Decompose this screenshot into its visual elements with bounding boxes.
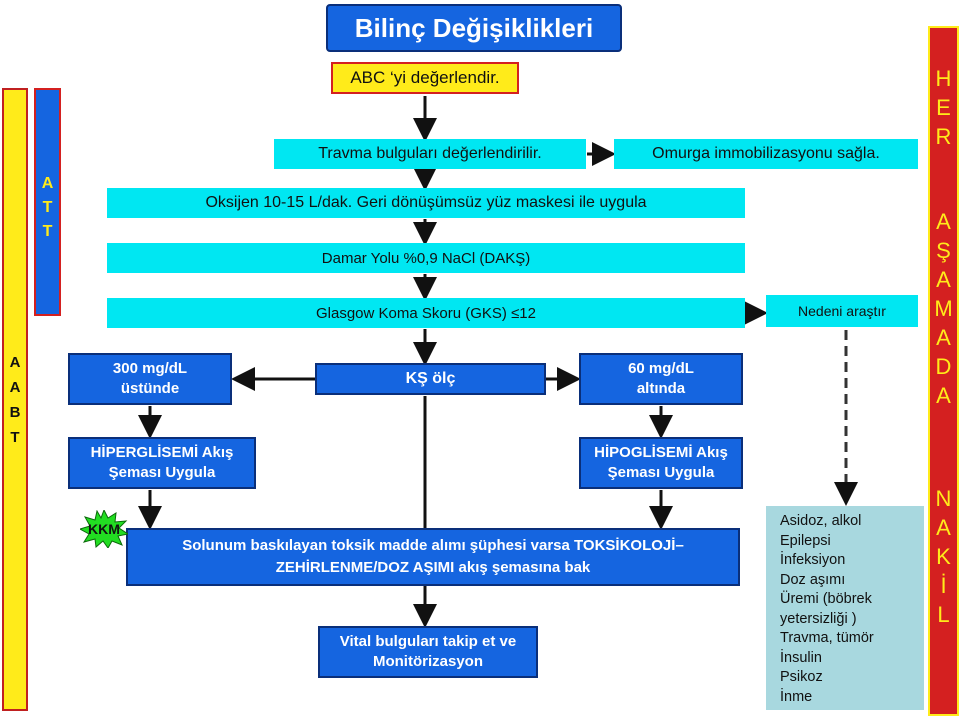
cause-item: Doz aşımı — [780, 571, 846, 588]
iv-access-box: Damar Yolu %0,9 NaCl (DAKŞ) — [107, 243, 745, 273]
her-asamada-nakil-sidebar: H E R A Ş A M A D A N A K İ L — [928, 26, 959, 716]
cause-item: İnsulin — [780, 649, 822, 666]
abt-letter: B — [9, 403, 21, 421]
att-letter: T — [42, 223, 53, 240]
hypoglycemia-line1: HİPOGLİSEMİ Akış — [594, 444, 728, 461]
cause-item: Travma, tümör — [780, 630, 874, 646]
asamada-letter: A — [936, 209, 951, 234]
asamada-letter: Ş — [936, 238, 951, 263]
att-sidebar: A T T — [34, 88, 61, 316]
abc-step-box: ABC ‘yi değerlendir. — [331, 62, 519, 94]
abt-letter: T — [10, 428, 20, 446]
investigate-cause-box: Nedeni araştır — [766, 295, 918, 327]
cause-item: Üremi (böbrek — [780, 591, 872, 607]
toxicology-box: Solunum baskılayan toksik madde alımı şü… — [126, 528, 740, 586]
nakil-letter: L — [937, 602, 950, 627]
her-letter: E — [936, 95, 951, 120]
cause-item: İnme — [780, 688, 813, 705]
abt-sidebar: A A B T — [2, 88, 28, 711]
cause-item: Asidoz, alkol — [780, 513, 862, 529]
nakil-letter: İ — [940, 573, 947, 598]
hypoglycemia-line2: Şeması Uygula — [607, 464, 715, 481]
measure-glucose-box: KŞ ölç — [315, 363, 546, 395]
oxygen-box: Oksijen 10-15 L/dak. Geri dönüşümsüz yüz… — [107, 188, 745, 218]
kkm-label: KKM — [88, 521, 120, 537]
cause-item: Epilepsi — [780, 532, 831, 549]
her-letter: R — [935, 124, 952, 149]
glucose-low-box: 60 mg/dL altında — [579, 353, 743, 405]
hyperglycemia-line2: Şeması Uygula — [108, 464, 216, 481]
starburst-icon — [80, 510, 128, 548]
causes-list: Asidoz, alkol Epilepsi İnfeksiyon Doz aş… — [766, 506, 924, 710]
trauma-assessment-box: Travma bulguları değerlendirilir. — [274, 139, 586, 169]
att-letter: T — [42, 199, 53, 216]
kkm-badge: KKM — [80, 510, 128, 548]
asamada-letter: A — [936, 325, 951, 350]
asamada-letter: M — [934, 296, 953, 321]
glucose-high-line2: üstünde — [120, 380, 180, 397]
asamada-letter: A — [936, 267, 951, 292]
abt-letter: A — [9, 378, 21, 396]
asamada-letter: D — [935, 354, 952, 379]
vital-signs-box: Vital bulguları takip et ve Monitörizasyo… — [318, 626, 538, 678]
toxicology-line1: Solunum baskılayan toksik madde alımı şü… — [182, 537, 684, 554]
asamada-letter: A — [936, 383, 951, 408]
att-letter: A — [41, 175, 54, 192]
cause-item: Psikoz — [780, 669, 823, 685]
abt-letter: A — [9, 353, 21, 371]
cause-item: yetersizliği ) — [780, 610, 857, 627]
hyperglycemia-line1: HİPERGLİSEMİ Akış — [90, 444, 234, 461]
glucose-low-line1: 60 mg/dL — [628, 360, 694, 377]
glasgow-score-box: Glasgow Koma Skoru (GKS) ≤12 — [107, 298, 745, 328]
vital-signs-line2: Monitörizasyon — [372, 653, 483, 670]
page-title: Bilinç Değişiklikleri — [326, 4, 622, 52]
nakil-letter: N — [935, 486, 952, 511]
glucose-high-box: 300 mg/dL üstünde — [68, 353, 232, 405]
vital-signs-line1: Vital bulguları takip et ve — [339, 633, 517, 650]
glucose-low-line2: altında — [636, 380, 686, 397]
spine-immobilization-box: Omurga immobilizasyonu sağla. — [614, 139, 918, 169]
cause-item: İnfeksiyon — [780, 552, 846, 568]
nakil-letter: K — [936, 544, 951, 569]
her-letter: H — [935, 66, 952, 91]
glucose-high-line1: 300 mg/dL — [112, 360, 188, 377]
toxicology-line2: ZEHİRLENME/DOZ AŞIMI akış şemasına bak — [275, 559, 591, 576]
nakil-letter: A — [936, 515, 951, 540]
